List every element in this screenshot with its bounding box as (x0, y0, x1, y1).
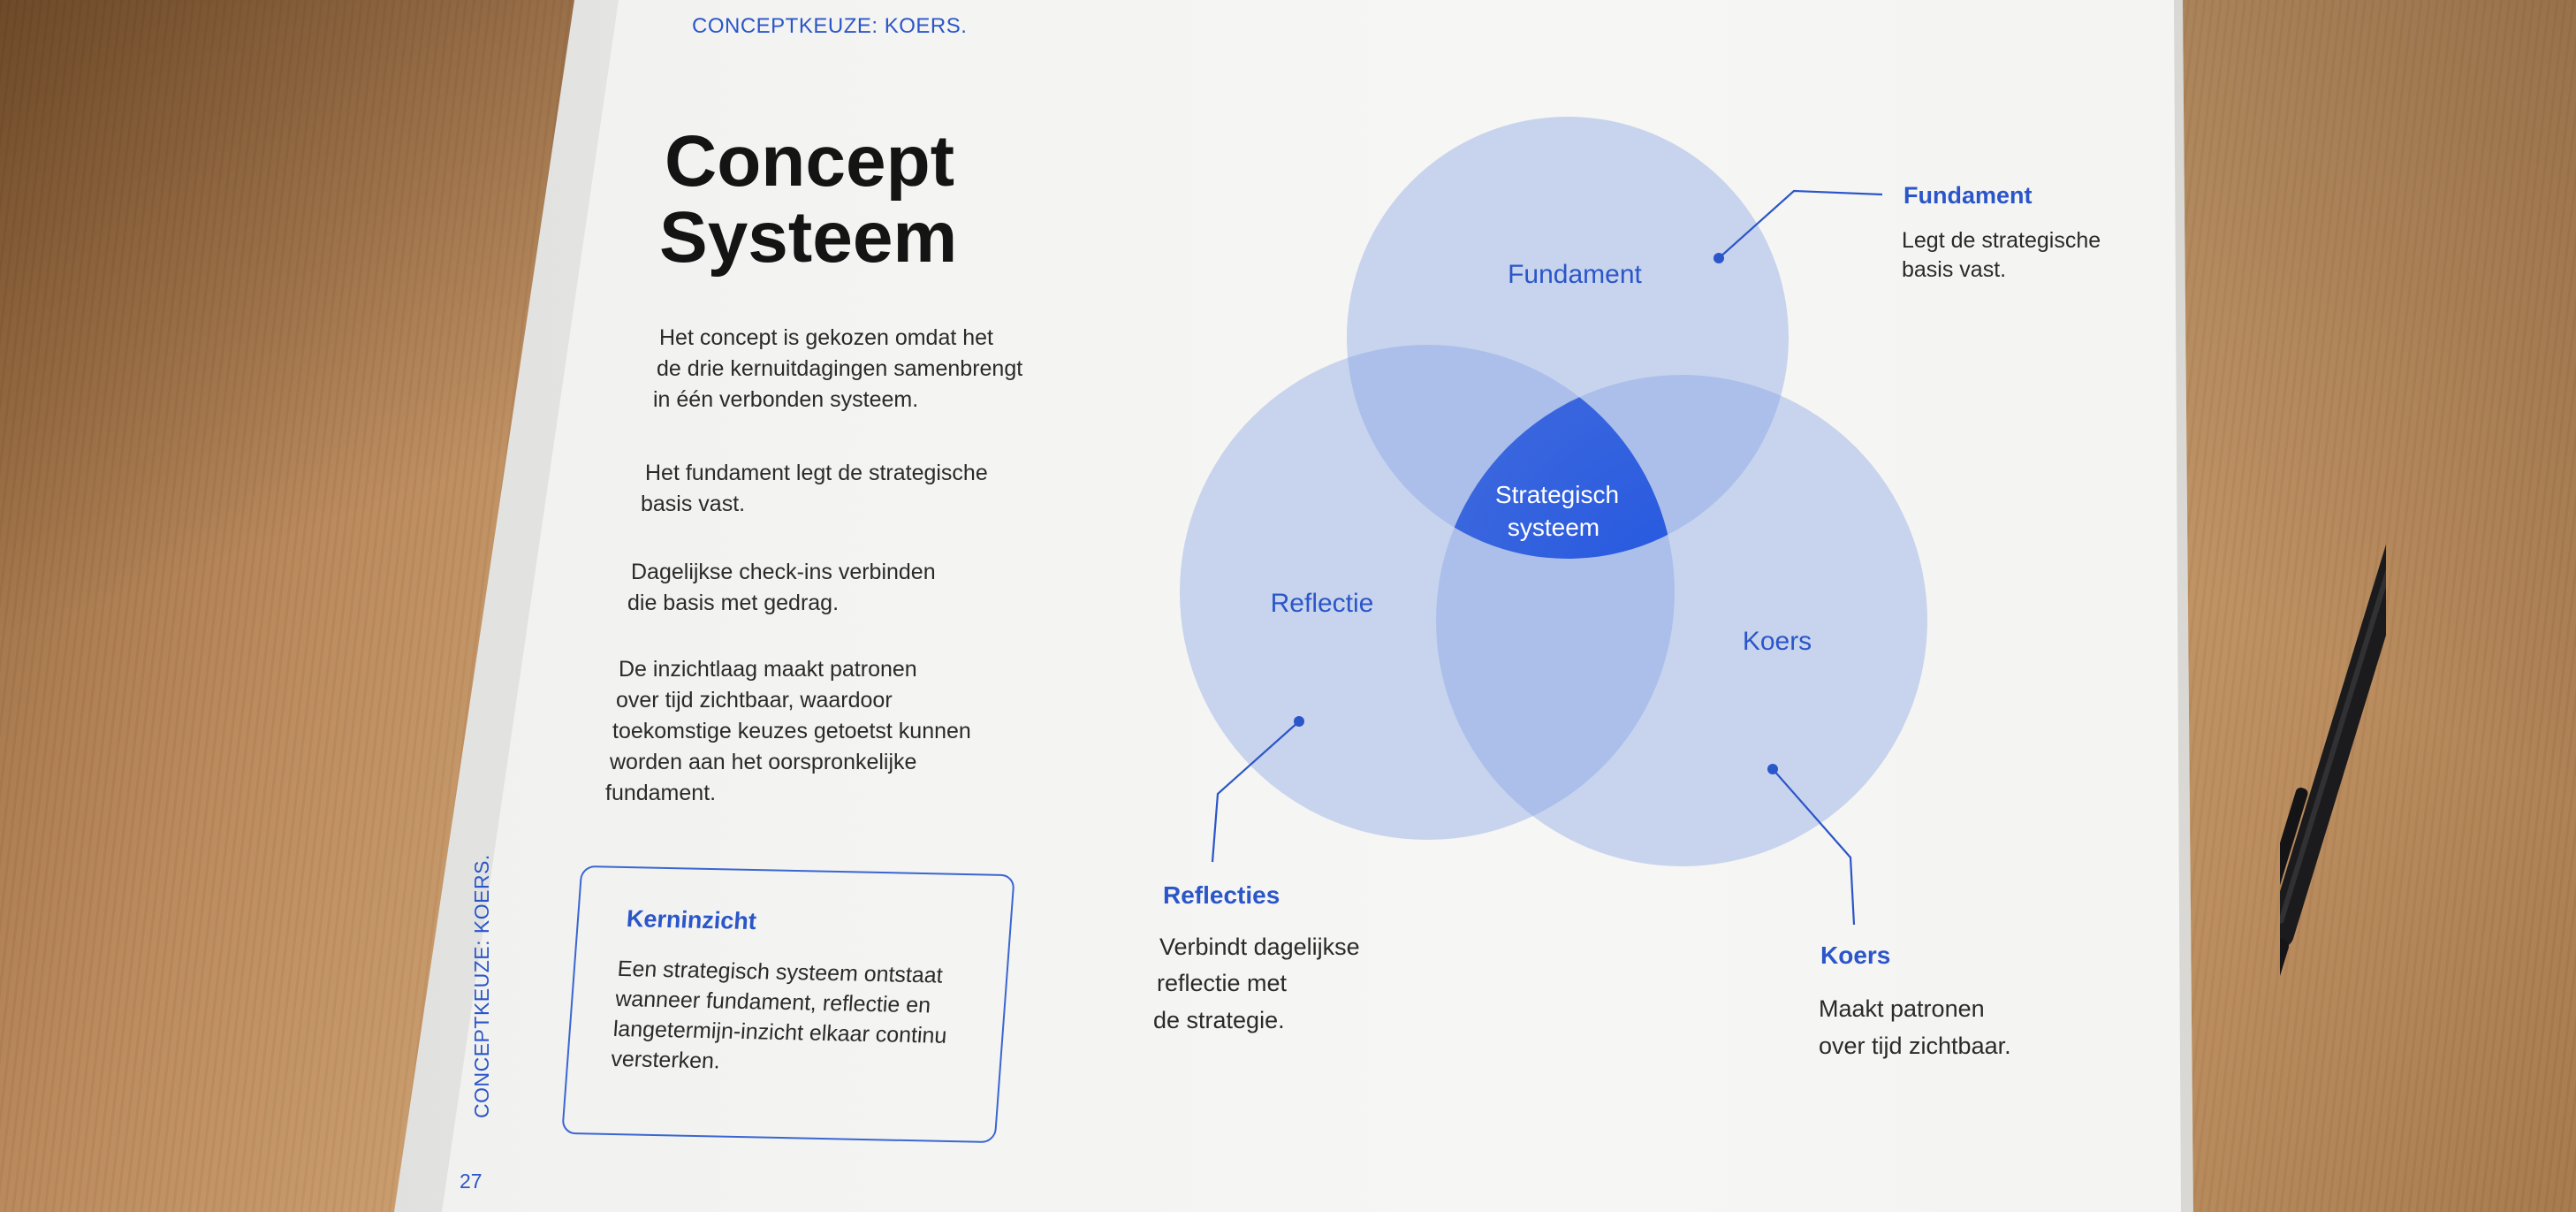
callout-koers-title: Koers (1820, 941, 1890, 969)
leader-reflecties (1211, 720, 1300, 863)
page-title-line-1: Concept (665, 121, 954, 202)
callout-leaders (1211, 189, 1883, 926)
venn-label-koers: Koers (1743, 627, 1812, 656)
venn-center-region (1436, 375, 1675, 559)
running-header: CONCEPTKEUZE: KOERS. (692, 14, 968, 38)
pen (2280, 438, 2386, 1016)
leader-dot-fundament (1714, 253, 1724, 263)
pen-highlight (2280, 449, 2386, 924)
pen-grip (2280, 936, 2290, 1016)
callout-koers-line-1: Maakt patronen (1819, 995, 1985, 1022)
callout-reflecties-line-2: reflectie met (1157, 970, 1288, 996)
leader-fundament (1718, 189, 1883, 259)
venn-label-reflectie: Reflectie (1271, 589, 1374, 618)
callout-fundament-line-2: basis vast. (1902, 257, 2006, 282)
callout-reflecties-title: Reflecties (1163, 881, 1280, 909)
venn-center-line-2: systeem (1508, 514, 1600, 541)
leader-dot-reflecties (1294, 716, 1304, 727)
venn-center-line-1: Strategisch (1495, 481, 1619, 508)
page-title: Concept Systeem (659, 121, 957, 276)
page-title-line-2: Systeem (659, 197, 958, 278)
body-paragraph-3: Dagelijkse check-ins verbinden die basis… (627, 560, 936, 615)
leader-dot-koers (1767, 764, 1778, 774)
callout-fundament-line-1: Legt de strategische (1902, 228, 2101, 253)
callout-fundament-title: Fundament (1904, 182, 2033, 209)
venn-label-fundament: Fundament (1508, 260, 1642, 289)
callout-koers-line-2: over tijd zichtbaar. (1819, 1033, 2011, 1059)
body-paragraph-1: Het concept is gekozen omdat het de drie… (653, 325, 1023, 412)
page-number: 27 (460, 1170, 483, 1193)
body-paragraph-4: De inzichtlaag maakt patronen over tijd … (605, 657, 971, 805)
pen-clip (2280, 787, 2308, 958)
venn-circle-fundament (1347, 117, 1789, 559)
body-paragraph-2: Het fundament legt de strategische basis… (641, 461, 988, 516)
callout-reflecties-line-3: de strategie. (1153, 1007, 1285, 1033)
callout-reflecties-line-1: Verbindt dagelijkse (1159, 934, 1360, 960)
leader-koers (1772, 768, 1856, 926)
